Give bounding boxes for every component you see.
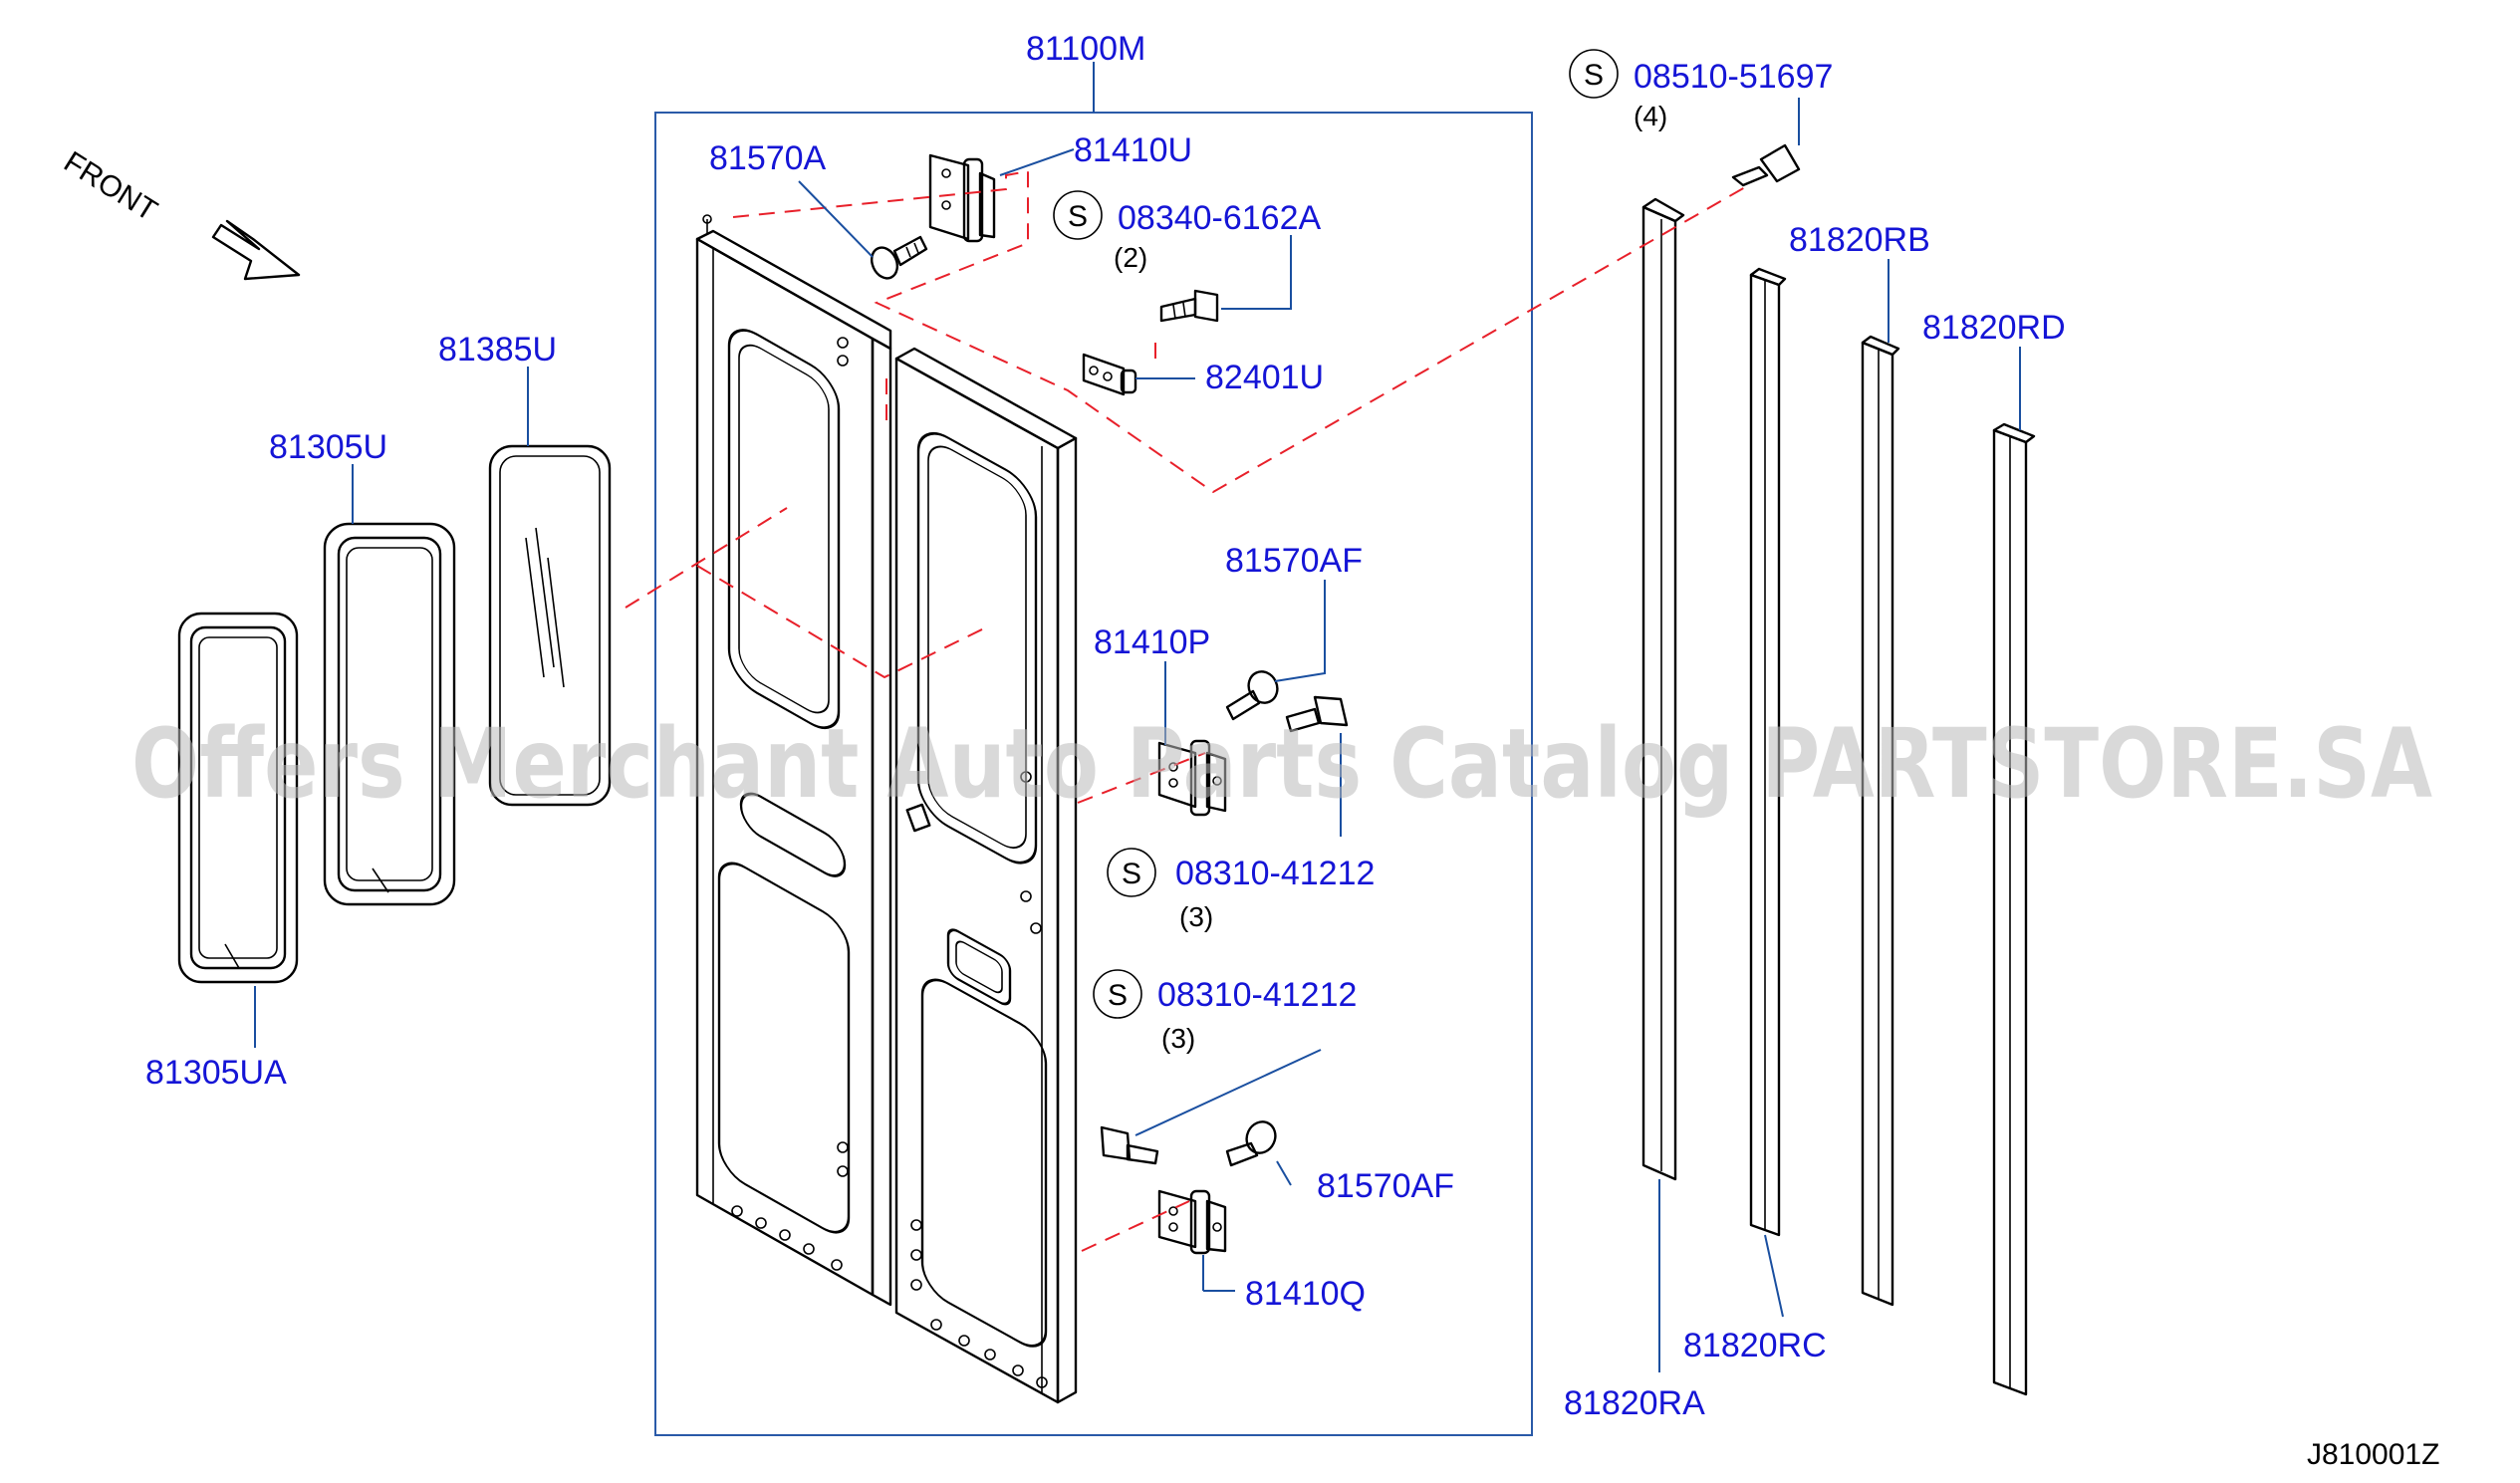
screw-81570AF-bottom — [1225, 1120, 1277, 1167]
hinge-81410P — [1157, 739, 1227, 817]
svg-text:S: S — [1108, 979, 1128, 1012]
label-08340-6162A[interactable]: 08340-6162A — [1118, 199, 1322, 237]
door-panel-right — [894, 347, 1078, 1404]
screw-81570A — [870, 235, 928, 280]
window-seal-81305U — [323, 522, 456, 906]
front-arrow-icon — [211, 219, 301, 281]
bolt-08340-6162A — [1159, 289, 1219, 323]
svg-text:S: S — [1068, 200, 1088, 233]
screw-08510-51697 — [1731, 143, 1801, 187]
window-glass-81385U — [488, 444, 612, 807]
label-81570AF-top[interactable]: 81570AF — [1225, 542, 1363, 580]
standard-part-symbol-08340: S — [1053, 190, 1103, 240]
weatherstrip-81820RC — [1749, 267, 1787, 1237]
label-81820RC[interactable]: 81820RC — [1683, 1327, 1827, 1364]
weatherstrip-81820RA — [1641, 197, 1685, 1181]
label-81410Q[interactable]: 81410Q — [1245, 1275, 1366, 1313]
svg-text:S: S — [1122, 858, 1141, 890]
bolt-08310-41212-top — [1285, 695, 1349, 733]
phantom-lines — [625, 169, 1746, 1252]
hinge-81410U — [928, 153, 996, 243]
label-81820RA[interactable]: 81820RA — [1564, 1384, 1705, 1422]
qty-08310-41212-a: (3) — [1179, 901, 1213, 932]
label-81385U[interactable]: 81385U — [438, 331, 557, 369]
qty-08510-51697: (4) — [1634, 101, 1667, 131]
label-81820RD[interactable]: 81820RD — [1922, 309, 2066, 347]
leader-lines — [254, 98, 2021, 1372]
door-panel-left — [695, 214, 892, 1307]
qty-08340-6162A: (2) — [1114, 242, 1147, 273]
label-08510-51697[interactable]: 08510-51697 — [1634, 58, 1833, 96]
striker-82401U — [1082, 353, 1137, 396]
bolt-08310-41212-bottom — [1100, 1125, 1159, 1165]
front-label: FRONT — [58, 145, 162, 228]
svg-text:S: S — [1584, 59, 1604, 92]
weatherstrip-81820RD — [1992, 422, 2036, 1396]
label-08310-41212-b[interactable]: 08310-41212 — [1157, 976, 1357, 1014]
label-81570A[interactable]: 81570A — [709, 139, 827, 177]
label-82401U[interactable]: 82401U — [1205, 359, 1324, 396]
qty-08310-41212-b: (3) — [1161, 1023, 1195, 1054]
label-81570AF-bottom[interactable]: 81570AF — [1317, 1167, 1454, 1205]
label-81305U[interactable]: 81305U — [269, 428, 387, 466]
label-81100M[interactable]: 81100M — [1026, 30, 1145, 68]
label-81410P[interactable]: 81410P — [1094, 623, 1210, 661]
standard-part-symbol-08510: S — [1569, 49, 1619, 99]
label-08310-41212-a[interactable]: 08310-41212 — [1175, 855, 1375, 892]
hinge-81410Q — [1157, 1189, 1227, 1255]
weatherstrip-81820RB — [1861, 335, 1900, 1307]
label-81410U[interactable]: 81410U — [1074, 131, 1192, 169]
label-81305UA[interactable]: 81305UA — [145, 1054, 287, 1092]
label-81820RB[interactable]: 81820RB — [1789, 221, 1930, 259]
drawing-code: J810001Z — [2307, 1438, 2439, 1471]
standard-part-symbol-08310-b: S — [1093, 969, 1142, 1019]
window-seal-81305UA — [177, 612, 299, 984]
standard-part-symbol-08310-a: S — [1107, 848, 1156, 897]
watermark-text: Offers Merchant Auto Parts Catalog PARTS… — [131, 708, 2432, 820]
